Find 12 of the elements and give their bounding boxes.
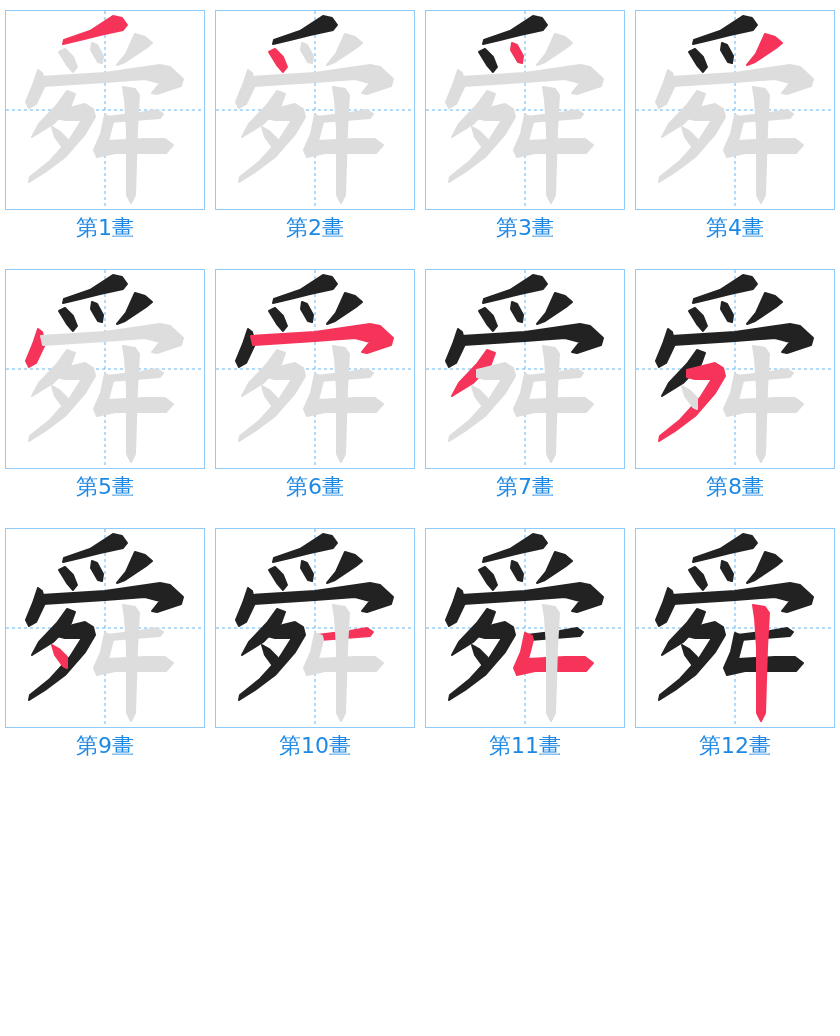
stroke-caption: 第11畫 — [489, 732, 561, 760]
stroke-caption: 第6畫 — [286, 473, 344, 501]
stroke-caption: 第12畫 — [699, 732, 771, 760]
stroke-caption: 第7畫 — [496, 473, 554, 501]
stroke-caption: 第10畫 — [279, 732, 351, 760]
stroke-caption: 第5畫 — [76, 473, 134, 501]
stroke-caption: 第1畫 — [76, 214, 134, 242]
stroke-caption: 第8畫 — [706, 473, 764, 501]
stroke-caption: 第3畫 — [496, 214, 554, 242]
stroke-caption: 第4畫 — [706, 214, 764, 242]
stroke-caption: 第2畫 — [286, 214, 344, 242]
stroke-caption: 第9畫 — [76, 732, 134, 760]
